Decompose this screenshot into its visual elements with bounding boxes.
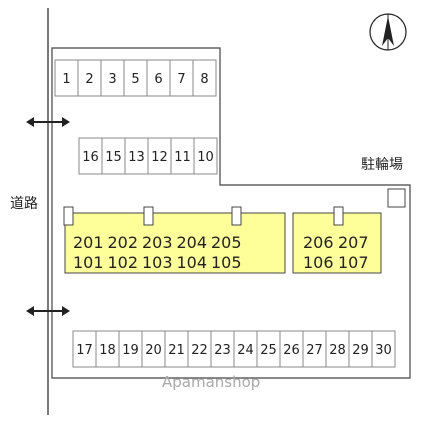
stall-number: 22: [191, 343, 208, 358]
stall-number: 3: [108, 72, 116, 87]
stall-number: 15: [105, 150, 122, 165]
stall-number: 13: [128, 150, 145, 165]
stall-number: 26: [283, 343, 300, 358]
unit-number: 202: [108, 233, 139, 252]
stall-number: 25: [260, 343, 277, 358]
stall-number: 8: [200, 72, 208, 87]
building: [64, 212, 286, 274]
parking-row-second: 16 15 13 12 11 10: [78, 137, 218, 175]
road-label: 道路: [10, 196, 38, 212]
stall-number: 28: [329, 343, 346, 358]
entrance-marker: [63, 206, 74, 226]
stall-number: 11: [174, 150, 191, 165]
stall-number: 21: [168, 343, 185, 358]
entrance-marker: [143, 206, 154, 226]
unit-number: 206: [303, 233, 334, 252]
stall-number: 29: [352, 343, 369, 358]
stall-number: 20: [145, 343, 162, 358]
watermark: Apamanshop: [162, 373, 260, 391]
parking-row-bottom: 17 18 19 20 21 22 23 24 25 26 27 28 29 30: [72, 330, 396, 368]
stall-number: 23: [214, 343, 231, 358]
stall-number: 17: [76, 343, 93, 358]
stall-number: 18: [99, 343, 116, 358]
stall-number: 5: [131, 72, 139, 87]
unit-number: 103: [142, 253, 173, 272]
parking-stall: [371, 330, 396, 368]
unit-number: 107: [338, 253, 369, 272]
parking-stall: [192, 59, 217, 97]
unit-number: 204: [177, 233, 208, 252]
lot-outline: [51, 47, 411, 379]
unit-number: 205: [211, 233, 242, 252]
unit-number: 101: [73, 253, 104, 272]
stall-number: 16: [82, 150, 99, 165]
double-arrow-icon: [26, 117, 70, 127]
unit-number: 104: [177, 253, 208, 272]
stall-number: 1: [62, 72, 70, 87]
unit-number: 203: [142, 233, 173, 252]
unit-number: 201: [73, 233, 104, 252]
unit-number: 207: [338, 233, 369, 252]
stall-number: 6: [154, 72, 162, 87]
entrance-marker: [333, 206, 344, 226]
parking-stall: [193, 137, 218, 175]
stall-number: 27: [306, 343, 323, 358]
unit-number: 105: [211, 253, 242, 272]
bicycle-parking-label: 駐輪場: [361, 156, 403, 173]
stall-number: 7: [177, 72, 185, 87]
north-arrow-icon: [369, 13, 407, 51]
stall-number: 24: [237, 343, 254, 358]
stall-number: 10: [197, 150, 214, 165]
stall-number: 2: [85, 72, 93, 87]
double-arrow-icon: [26, 306, 70, 316]
entrance-marker: [231, 206, 242, 226]
stall-number: 12: [151, 150, 168, 165]
bicycle-parking-box: [387, 188, 406, 208]
unit-number: 106: [303, 253, 334, 272]
stall-number: 30: [375, 343, 392, 358]
stall-number: 19: [122, 343, 139, 358]
unit-number: 102: [108, 253, 139, 272]
